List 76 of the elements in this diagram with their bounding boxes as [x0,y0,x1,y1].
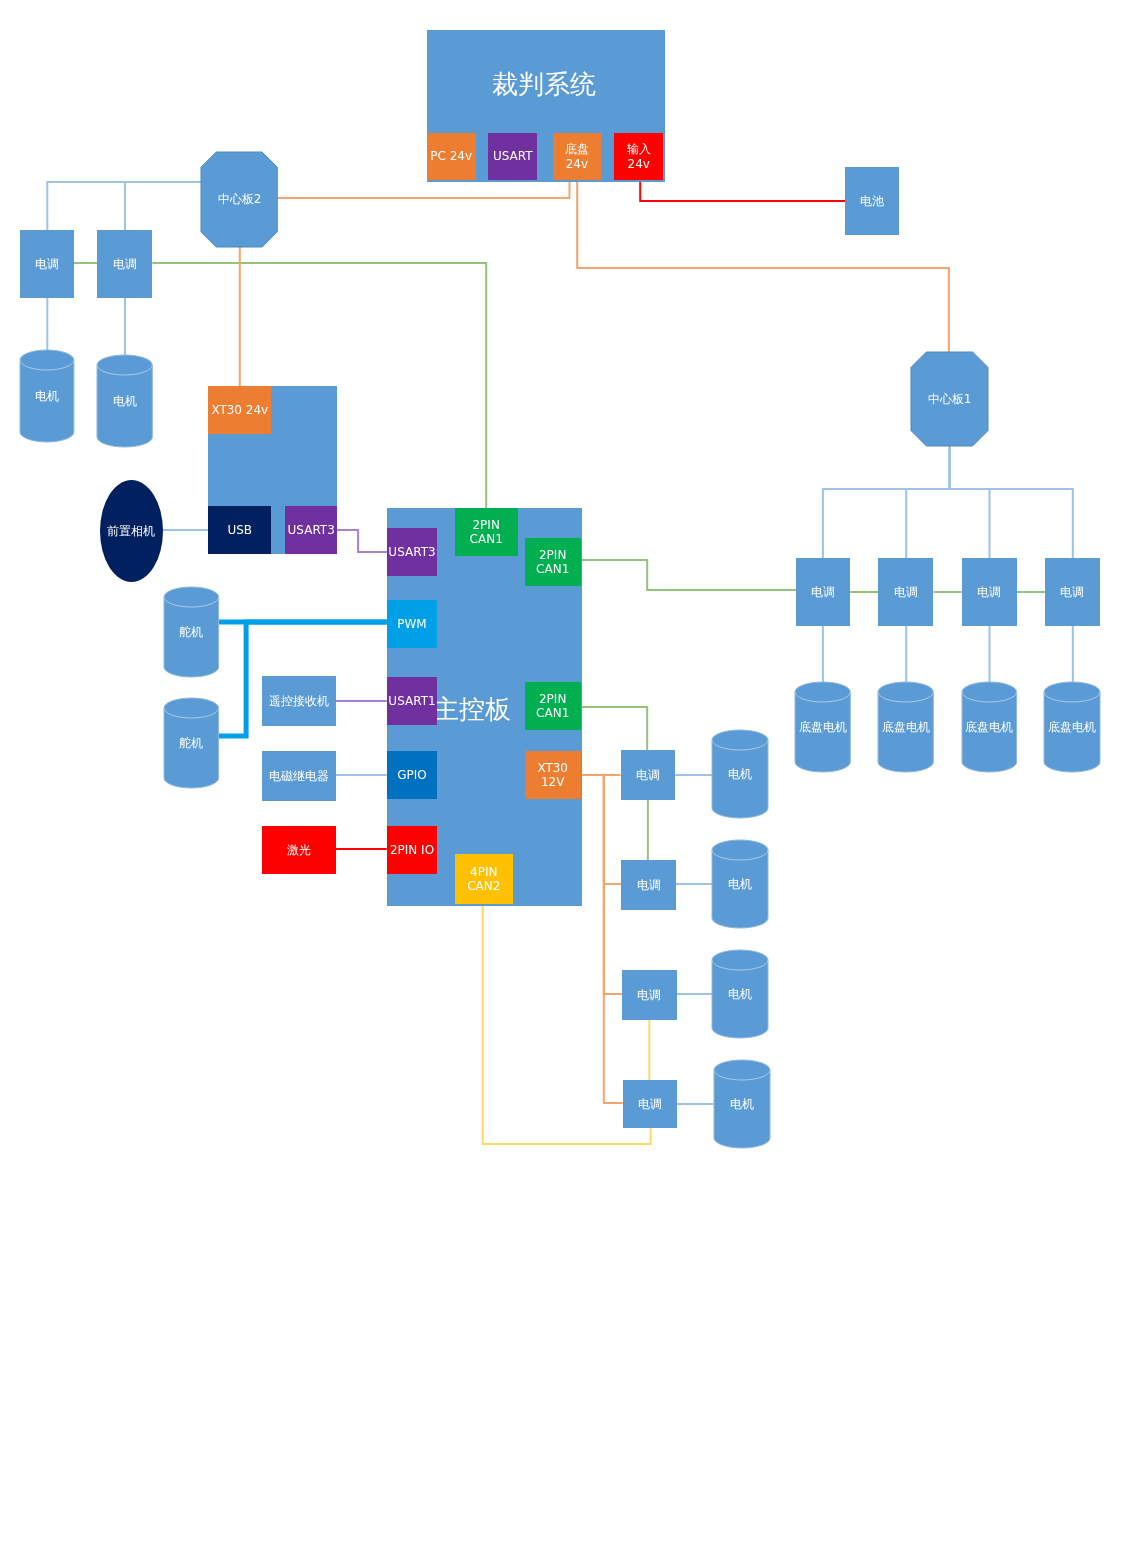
port-tag: 2PIN CAN1 [524,682,581,730]
port-tag: PC 24v [426,133,476,180]
connector-line [932,591,963,593]
motor-cylinder: 底盘电机 [878,682,934,772]
connector-line [821,445,951,559]
port-tag: 底盘24v [552,133,601,180]
component-box: 激光 [262,826,336,874]
motor-cylinder: 底盘电机 [1044,682,1101,772]
connector-line [988,625,991,683]
controller-box: 电调 [622,1080,678,1128]
connector-line [46,297,49,351]
port-tag: 2PIN IO [386,826,438,874]
port-tag: 2PIN CAN1 [454,508,518,556]
controller-box: 电调 [20,230,74,298]
component-box: 电池 [845,167,900,235]
hub-octagon: 中心板1 [911,352,989,446]
module-panel [426,30,665,182]
port-tag: USART [488,133,538,180]
connector-line [1071,625,1074,683]
port-tag: 4PIN CAN2 [454,854,513,904]
motor-cylinder: 电机 [97,355,153,447]
controller-box: 电调 [878,558,934,626]
port-tag: XT30 24v [208,386,272,434]
connector-line [1015,591,1046,593]
port-tag: 输入24v [614,133,664,180]
connector-line [646,799,649,861]
motor-cylinder: 电机 [712,730,769,818]
connector-line [334,774,388,776]
connector-line [905,625,908,683]
controller-box: 电调 [620,750,676,800]
connector-line [334,700,388,702]
port-tag: USB [208,506,272,554]
connector-line [675,993,714,995]
port-tag: PWM [386,600,438,648]
connector-line [821,625,824,683]
controller-box: 电调 [961,558,1017,626]
connector-line [336,529,388,553]
port-tag: USART3 [285,506,338,554]
connector-line [674,883,714,885]
motor-cylinder: 电机 [20,350,74,442]
connector-line [676,1103,715,1105]
motor-cylinder: 电机 [713,1060,770,1148]
connector-line [124,297,126,356]
connector-line [72,262,98,264]
board-panel [208,386,338,554]
controller-box: 电调 [1044,558,1101,626]
camera-circle: 前置相机 [99,480,163,582]
controller-box: 电调 [97,230,153,298]
controller-box: 电调 [621,860,676,910]
panel-title: 裁判系统 [490,68,597,102]
connector-line [46,181,203,231]
port-tag: USART3 [386,528,438,576]
hub-octagon: 中心板2 [201,152,278,247]
connector-line [238,246,241,387]
component-box: 遥控接收机 [262,676,336,726]
motor-cylinder: 底盘电机 [794,682,851,772]
motor-cylinder: 舵机 [163,587,219,677]
controller-box: 电调 [622,970,677,1020]
connector-line [648,1019,651,1081]
connector-line [674,774,714,776]
port-tag: XT30 12V [524,751,581,799]
connector-line [218,619,387,739]
connector-line [849,591,880,593]
connector-line [151,262,488,509]
board-panel [386,508,583,906]
controller-box: 电调 [796,558,851,626]
motor-cylinder: 底盘电机 [962,682,1017,772]
port-tag: GPIO [386,751,438,799]
motor-cylinder: 电机 [712,950,769,1038]
motor-cylinder: 电机 [712,840,769,928]
connector-line [161,529,210,531]
port-tag: 2PIN CAN1 [524,538,581,586]
motor-cylinder: 舵机 [163,698,219,788]
port-tag: USART1 [386,677,438,725]
component-box: 电磁继电器 [262,751,336,801]
connector-line [334,848,388,850]
